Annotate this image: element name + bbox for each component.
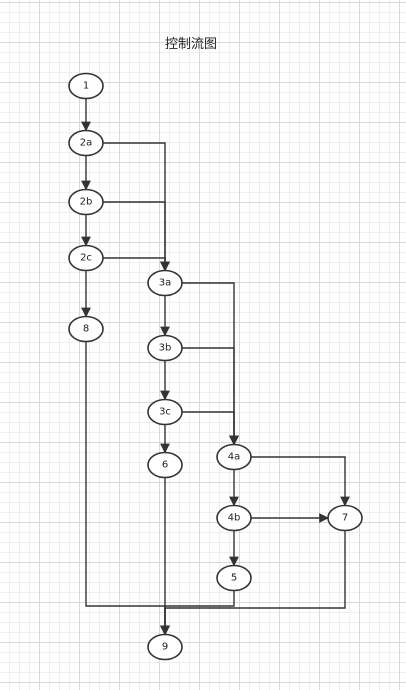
- node-label: 6: [162, 460, 168, 471]
- node-4b: 4b: [216, 504, 252, 532]
- node-label: 2c: [80, 253, 92, 264]
- nodes-layer: 1 2a 2b 2c 8 3a 3b 3c 6 4a 4b 7 5 9: [68, 72, 363, 661]
- node-3a: 3a: [147, 269, 183, 297]
- node-label: 9: [162, 642, 168, 653]
- edge-8-to-9: [85, 341, 170, 636]
- node-label: 3a: [159, 278, 172, 289]
- node-8: 8: [68, 315, 104, 343]
- node-label: 4b: [228, 513, 241, 524]
- node-label: 1: [83, 81, 89, 92]
- node-label: 3c: [159, 407, 171, 418]
- node-ellipse: [147, 269, 183, 297]
- node-ellipse: [68, 188, 104, 216]
- edge-2b-to-3a: [103, 201, 170, 272]
- edge-3c-to-4a: [182, 411, 239, 446]
- node-ellipse: [147, 398, 183, 426]
- node-ellipse: [327, 504, 363, 532]
- node-2b: 2b: [68, 188, 104, 216]
- node-7: 7: [327, 504, 363, 532]
- node-9: 9: [147, 633, 183, 661]
- node-6: 6: [147, 451, 183, 479]
- edge-5-to-9: [160, 590, 235, 636]
- node-label: 7: [342, 513, 348, 524]
- node-3c: 3c: [147, 398, 183, 426]
- node-ellipse: [216, 504, 252, 532]
- node-ellipse: [68, 244, 104, 272]
- edge-4a-to-7: [251, 456, 350, 507]
- node-label: 3b: [159, 343, 172, 354]
- node-label: 4a: [228, 452, 241, 463]
- edge-2c-to-3a: [103, 257, 170, 272]
- edges-layer: [81, 98, 350, 636]
- edge-3b-to-4a: [182, 347, 239, 446]
- edge-3a-to-4a: [182, 282, 239, 446]
- node-4a: 4a: [216, 443, 252, 471]
- node-label: 8: [83, 324, 89, 335]
- node-ellipse: [216, 443, 252, 471]
- node-ellipse: [68, 129, 104, 157]
- node-label: 5: [231, 573, 237, 584]
- node-ellipse: [216, 564, 252, 592]
- node-2a: 2a: [68, 129, 104, 157]
- node-ellipse: [147, 633, 183, 661]
- node-3b: 3b: [147, 334, 183, 362]
- node-ellipse: [68, 72, 104, 100]
- node-1: 1: [68, 72, 104, 100]
- edge-7-to-9: [160, 530, 346, 636]
- edge-2a-to-3a: [103, 142, 170, 272]
- node-2c: 2c: [68, 244, 104, 272]
- diagram-title: 控制流图: [164, 37, 217, 52]
- node-5: 5: [216, 564, 252, 592]
- node-ellipse: [68, 315, 104, 343]
- node-ellipse: [147, 451, 183, 479]
- node-label: 2b: [80, 197, 93, 208]
- node-ellipse: [147, 334, 183, 362]
- node-label: 2a: [80, 138, 93, 149]
